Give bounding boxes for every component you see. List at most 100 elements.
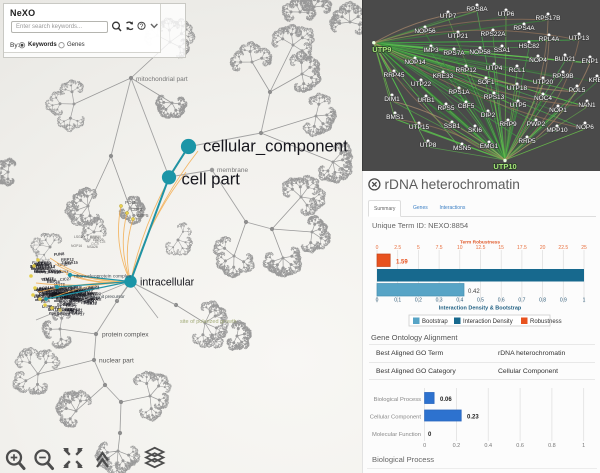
svg-text:YTM13: YTM13: [41, 276, 55, 282]
svg-text:RRP12: RRP12: [456, 67, 477, 74]
svg-text:UTP10: UTP10: [493, 162, 516, 171]
svg-text:REI15: REI15: [52, 291, 64, 296]
svg-text:PWP2: PWP2: [527, 121, 546, 128]
svg-text:Bootstrap: Bootstrap: [422, 319, 448, 325]
svg-text:NSA15: NSA15: [65, 260, 79, 265]
svg-text:PUF23: PUF23: [85, 290, 99, 296]
svg-text:REI17: REI17: [37, 296, 49, 302]
svg-text:RPS7A: RPS7A: [443, 50, 465, 57]
svg-text:CIC9: CIC9: [91, 242, 99, 246]
svg-text:UTP7: UTP7: [75, 288, 86, 294]
svg-text:EBP24: EBP24: [47, 279, 61, 284]
svg-text:7.5: 7.5: [436, 245, 443, 251]
svg-text:RPS13: RPS13: [484, 94, 505, 101]
svg-text:RPS22A: RPS22A: [481, 31, 507, 38]
svg-text:RPS21: RPS21: [70, 307, 84, 312]
svg-text:NOP10: NOP10: [31, 265, 45, 271]
svg-text:EBP21: EBP21: [49, 305, 63, 310]
svg-text:NOP16: NOP16: [71, 244, 82, 248]
svg-text:FUN7: FUN7: [32, 260, 44, 266]
svg-text:0: 0: [423, 443, 426, 449]
svg-text:cellular_component: cellular_component: [203, 137, 348, 156]
svg-text:NOP13: NOP13: [52, 292, 66, 297]
svg-text:25: 25: [581, 245, 587, 251]
svg-text:NAN1: NAN1: [578, 102, 596, 109]
svg-text:0: 0: [376, 245, 379, 251]
svg-text:0.8: 0.8: [539, 298, 546, 304]
svg-text:RPL7: RPL7: [45, 263, 56, 269]
svg-text:MSN5: MSN5: [453, 145, 471, 152]
svg-text:12.5: 12.5: [476, 245, 486, 251]
svg-text:MRT22: MRT22: [88, 291, 102, 296]
svg-text:RPS4A: RPS4A: [513, 25, 535, 32]
svg-text:FUN7: FUN7: [83, 291, 94, 297]
svg-text:15: 15: [498, 245, 504, 251]
svg-text:SNU20: SNU20: [48, 269, 62, 274]
svg-text:DBP7: DBP7: [62, 307, 74, 312]
svg-text:RPS28: RPS28: [64, 294, 78, 299]
svg-text:POL5: POL5: [569, 87, 586, 94]
svg-text:SDO11: SDO11: [73, 295, 87, 300]
svg-text:TIF12: TIF12: [35, 293, 46, 299]
svg-text:UTP7: UTP7: [440, 13, 457, 20]
svg-text:10: 10: [457, 245, 463, 251]
svg-text:cell part: cell part: [182, 170, 241, 189]
svg-text:REI4: REI4: [34, 261, 44, 267]
svg-text:RRP45: RRP45: [384, 72, 405, 79]
svg-text:CIC27: CIC27: [60, 276, 73, 282]
svg-text:0.4: 0.4: [456, 298, 463, 304]
svg-text:REI2: REI2: [65, 307, 75, 312]
svg-text:SDO8: SDO8: [83, 286, 95, 292]
svg-text:NOP16: NOP16: [63, 290, 77, 295]
svg-text:IMP3: IMP3: [423, 47, 439, 54]
svg-text:NSA26: NSA26: [87, 245, 98, 249]
svg-text:LSG20: LSG20: [74, 235, 85, 239]
svg-text:MRT28: MRT28: [38, 265, 52, 271]
svg-text:RPL4A: RPL4A: [539, 36, 560, 43]
svg-text:REI5: REI5: [85, 297, 95, 302]
svg-text:Robustness: Robustness: [530, 319, 562, 325]
svg-text:Molecular Function: Molecular Function: [372, 432, 421, 438]
svg-text:NSA20: NSA20: [69, 310, 83, 315]
svg-text:0.2: 0.2: [415, 298, 422, 304]
svg-text:UTP9: UTP9: [372, 45, 391, 54]
svg-text:NSA14: NSA14: [42, 264, 56, 269]
svg-text:RPL25: RPL25: [65, 284, 79, 290]
svg-text:YTM28: YTM28: [85, 296, 99, 301]
svg-text:MPP10: MPP10: [546, 127, 568, 134]
svg-text:Interaction Density: Interaction Density: [463, 319, 513, 325]
svg-text:1.59: 1.59: [396, 260, 408, 266]
svg-text:NOP1: NOP1: [549, 107, 567, 114]
svg-text:LSG24: LSG24: [37, 285, 51, 291]
svg-text:mitochondrial part: mitochondrial part: [136, 76, 188, 83]
svg-text:Biological Process: Biological Process: [374, 397, 421, 403]
svg-text:UTP13: UTP13: [569, 35, 590, 42]
svg-text:protein complex: protein complex: [102, 332, 149, 339]
svg-text:SNU13: SNU13: [84, 299, 98, 304]
svg-text:CBF5: CBF5: [137, 213, 149, 218]
svg-text:SNU11: SNU11: [82, 292, 96, 298]
svg-text:ribosomal subunit precursor: ribosomal subunit precursor: [68, 294, 125, 299]
svg-text:RPL3: RPL3: [51, 268, 62, 274]
svg-text:RPL28: RPL28: [95, 240, 105, 244]
svg-text:RCL1: RCL1: [509, 67, 526, 74]
svg-text:Cellular Component: Cellular Component: [370, 415, 422, 421]
svg-text:intracellular: intracellular: [140, 277, 195, 289]
svg-text:site of polarized growth: site of polarized growth: [180, 319, 237, 325]
svg-text:1: 1: [583, 298, 586, 304]
svg-text:TIF25: TIF25: [48, 269, 60, 275]
svg-text:EBP14: EBP14: [67, 307, 81, 312]
svg-text:2.5: 2.5: [394, 245, 401, 251]
svg-text:TIF9: TIF9: [52, 290, 61, 296]
svg-text:PUF3: PUF3: [39, 286, 50, 291]
svg-text:UTP8: UTP8: [420, 142, 437, 149]
svg-text:0.5: 0.5: [477, 298, 484, 304]
svg-text:FUN20: FUN20: [81, 298, 94, 303]
svg-text:REI19: REI19: [45, 294, 57, 300]
svg-text:FUN19: FUN19: [58, 289, 72, 295]
svg-text:DBP20: DBP20: [30, 263, 44, 269]
svg-text:SSB1: SSB1: [444, 123, 461, 130]
svg-text:0.23: 0.23: [467, 415, 479, 421]
svg-text:NOP14: NOP14: [404, 59, 426, 66]
svg-text:RPS4: RPS4: [71, 288, 82, 293]
